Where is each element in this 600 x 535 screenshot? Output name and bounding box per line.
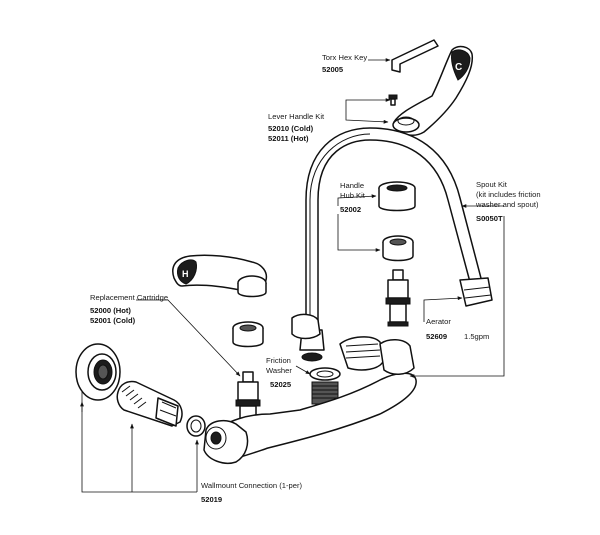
replacement-cartridge-cold: 52001 (Cold): [90, 316, 136, 325]
aerator-label: Aerator: [426, 317, 451, 326]
callout-aerator: Aerator 52609 1.5gpm: [426, 317, 489, 341]
aerator-number: 52609: [426, 332, 447, 341]
faucet-body-part: [203, 313, 417, 464]
callout-handle-hub-kit: Handle Hub Kit 52002: [340, 181, 366, 214]
handle-hub-kit-part: [378, 181, 416, 212]
spout-kit-number: S0050T: [476, 214, 503, 223]
spout-kit-label-1: Spout Kit: [476, 180, 508, 189]
wallmount-connector-part: [116, 380, 183, 427]
friction-washer-part: [309, 367, 341, 405]
leader-lines: [80, 58, 505, 493]
wallmount-connection-number: 52019: [201, 495, 222, 504]
callout-friction-washer: Friction Washer 52025: [266, 356, 292, 389]
wall-flange-part: [75, 343, 121, 401]
svg-text:H: H: [182, 269, 189, 279]
torx-hex-key-label: Torx Hex Key: [322, 53, 367, 62]
callout-replacement-cartridge: Replacement Cartridge 52000 (Hot) 52001 …: [90, 293, 168, 325]
friction-washer-number: 52025: [270, 380, 292, 389]
lever-handle-kit-label: Lever Handle Kit: [268, 112, 325, 121]
wallmount-connection-label: Wallmount Connection (1-per): [201, 481, 302, 490]
hub-ring-part: [382, 235, 414, 262]
o-ring-washer-part: [186, 415, 206, 437]
callout-lever-handle-kit: Lever Handle Kit 52010 (Cold) 52011 (Hot…: [268, 112, 325, 143]
callout-wallmount-connection: Wallmount Connection (1-per) 52019: [201, 481, 302, 504]
lever-handle-left-part: H: [172, 254, 268, 298]
svg-text:C: C: [455, 62, 462, 73]
friction-washer-label-2: Washer: [266, 366, 292, 375]
callout-torx-hex-key: Torx Hex Key 52005: [322, 53, 367, 74]
torx-hex-key-number: 52005: [322, 65, 344, 74]
lever-handle-top-part: C: [392, 45, 474, 136]
lever-handle-kit-cold: 52010 (Cold): [268, 124, 314, 133]
set-screw-part: [388, 94, 398, 106]
torx-hex-key-part: [391, 39, 439, 73]
spout-kit-label-2: (kit includes friction: [476, 190, 541, 199]
spout-kit-label-3: washer and spout): [475, 200, 539, 209]
friction-washer-label-1: Friction: [266, 356, 291, 365]
handle-hub-kit-number: 52002: [340, 205, 361, 214]
hub-ring-left-part: [232, 321, 264, 348]
handle-hub-kit-label-1: Handle: [340, 181, 364, 190]
replacement-cartridge-hot: 52000 (Hot): [90, 306, 131, 315]
cartridge-right-part: [385, 269, 411, 327]
handle-hub-kit-label-2: Hub Kit: [340, 191, 366, 200]
replacement-cartridge-label: Replacement Cartridge: [90, 293, 168, 302]
aerator-flow: 1.5gpm: [464, 332, 489, 341]
lever-handle-kit-hot: 52011 (Hot): [268, 134, 309, 143]
callout-spout-kit: Spout Kit (kit includes friction washer …: [475, 180, 541, 223]
